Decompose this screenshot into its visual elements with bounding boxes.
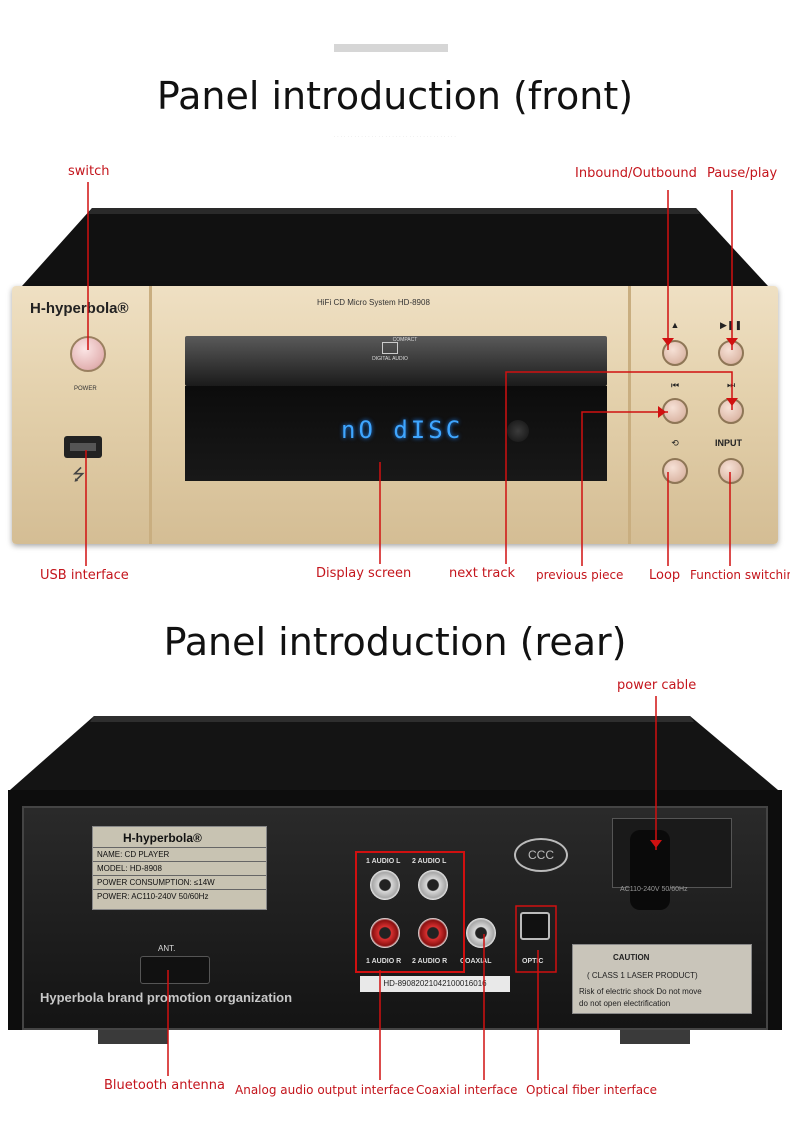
rear-brand-logo: H-hyperbola® bbox=[123, 831, 202, 845]
callout-bluetooth: Bluetooth antenna bbox=[104, 1078, 225, 1093]
optical-port[interactable] bbox=[520, 912, 550, 940]
coaxial-jack[interactable] bbox=[466, 918, 496, 948]
brand-logo: H-hyperbola® bbox=[30, 300, 129, 317]
disc-logo-top: COMPACT bbox=[392, 337, 418, 343]
usb-icon: ⭍ bbox=[72, 467, 86, 484]
disc-logo-bottom: DIGITAL AUDIO bbox=[372, 356, 408, 362]
disc-logo-icon bbox=[382, 342, 398, 354]
usb-port[interactable] bbox=[64, 436, 102, 458]
ccc-mark: CCC bbox=[514, 838, 568, 872]
jack-label-1l: 1 AUDIO L bbox=[366, 858, 401, 865]
plate-row-power: POWER: AC110-240V 50/60Hz bbox=[93, 889, 266, 903]
optic-label: OPTIC bbox=[522, 958, 544, 965]
callout-optical: Optical fiber interface bbox=[526, 1083, 658, 1097]
callout-next: next track bbox=[449, 566, 516, 581]
plate-row-consumption: POWER CONSUMPTION: ≤14W bbox=[93, 875, 266, 889]
usb-port-slot bbox=[70, 443, 96, 451]
antenna-label: ANT. bbox=[158, 944, 176, 953]
audio-jack-1l[interactable] bbox=[370, 870, 400, 900]
callout-analog: Analog audio output interface bbox=[235, 1083, 415, 1097]
jack-label-2l: 2 AUDIO L bbox=[412, 858, 447, 865]
audio-jack-2l[interactable] bbox=[418, 870, 448, 900]
caution-line3: do not open electrification bbox=[579, 999, 671, 1008]
callout-display: Display screen bbox=[316, 566, 412, 581]
power-cable-plug[interactable] bbox=[630, 830, 670, 910]
front-tagline-decor: · · · · · · · · · · · · · · · · · · · · … bbox=[333, 134, 457, 139]
callout-function: Function switching bbox=[690, 568, 790, 582]
front-top-housing bbox=[22, 208, 768, 286]
front-panel-left-section: H-hyperbola® POWER ⭍ bbox=[12, 286, 152, 544]
caution-line1: ( CLASS 1 LASER PRODUCT) bbox=[587, 971, 698, 980]
callout-inbound: Inbound/Outbound bbox=[575, 166, 697, 181]
callout-power-cable: power cable bbox=[617, 678, 697, 693]
callout-usb: USB interface bbox=[40, 568, 129, 583]
power-label: POWER bbox=[74, 386, 97, 392]
rating-plate: H-hyperbola® NAME: CD PLAYER MODEL: HD-8… bbox=[92, 826, 267, 910]
eject-icon: ▲ bbox=[670, 320, 680, 330]
audio-jack-2r[interactable] bbox=[418, 918, 448, 948]
callout-previous: previous piece bbox=[536, 568, 624, 582]
rear-voltage-label: AC110-240V 50/60Hz bbox=[620, 886, 688, 893]
bluetooth-antenna-port[interactable] bbox=[140, 956, 210, 984]
callout-coaxial: Coaxial interface bbox=[416, 1083, 518, 1097]
display-text: nO dISC bbox=[341, 416, 464, 444]
caution-plate: CAUTION ( CLASS 1 LASER PRODUCT) Risk of… bbox=[572, 944, 752, 1014]
plate-row-name: NAME: CD PLAYER bbox=[93, 847, 266, 861]
front-section-title: Panel introduction (front) bbox=[156, 74, 634, 118]
callout-loop: Loop bbox=[649, 568, 681, 583]
rear-section-title: Panel introduction (rear) bbox=[163, 620, 627, 664]
eject-button[interactable] bbox=[662, 340, 688, 366]
caution-line2: Risk of electric shock Do not move bbox=[579, 987, 702, 996]
rear-brand-strip: Hyperbola brand promotion organization bbox=[40, 990, 293, 1005]
caution-title: CAUTION bbox=[613, 953, 650, 962]
serial-sticker: HD-89082021042100016016 bbox=[360, 976, 510, 992]
plate-row-model: MODEL: HD-8908 bbox=[93, 861, 266, 875]
model-label: HiFi CD Micro System HD-8908 bbox=[317, 298, 430, 307]
jack-label-1r: 1 AUDIO R bbox=[366, 958, 402, 965]
audio-jack-1r[interactable] bbox=[370, 918, 400, 948]
play-pause-icon: ▶❚❚ bbox=[719, 320, 742, 330]
callout-switch: switch bbox=[68, 164, 110, 179]
jack-label-2r: 2 AUDIO R bbox=[412, 958, 448, 965]
top-divider-bar bbox=[334, 44, 448, 52]
coaxial-label: COAXIAL bbox=[460, 958, 492, 965]
callout-pause-play: Pause/play bbox=[707, 166, 778, 181]
